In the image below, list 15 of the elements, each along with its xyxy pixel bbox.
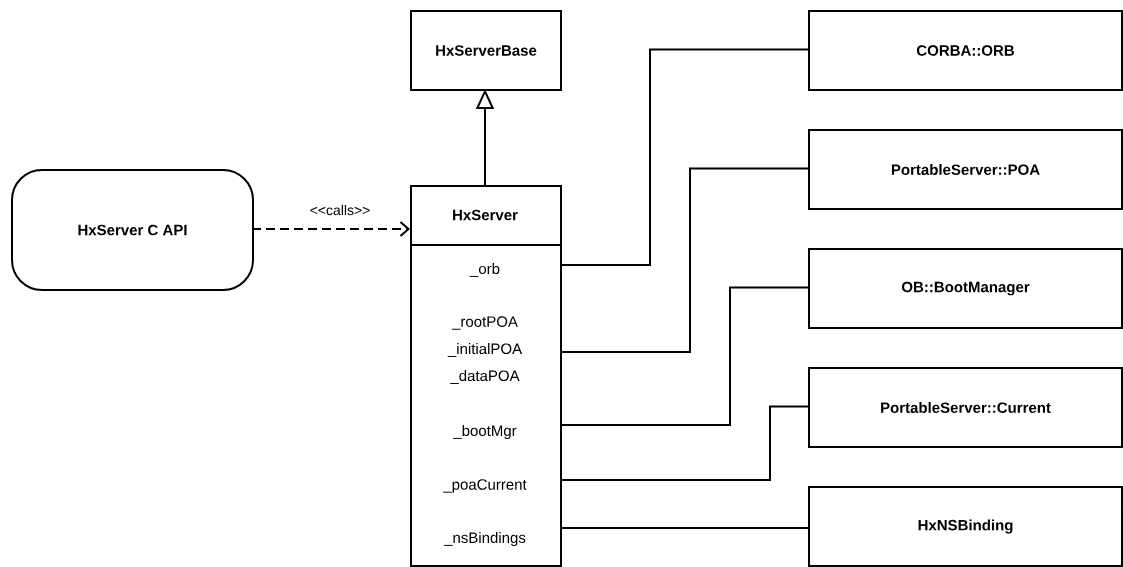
class-box: PortableServer::Current [808, 367, 1123, 448]
class-box: PortableServer::POA [808, 129, 1123, 210]
edge-label: <<calls>> [308, 203, 372, 217]
class-box: CORBA::ORB [808, 10, 1123, 91]
class-box: OB::BootManager [808, 248, 1123, 329]
component-box: HxServer C API [11, 169, 254, 291]
class-box: HxNSBinding [808, 486, 1123, 567]
connector [251, 221, 410, 237]
class-box: HxServer _orb _rootPOA _initialPOA _dataPOA _bootMgr _poaCurrent _nsBindings [409, 185, 562, 567]
connector [559, 286, 809, 426]
connector [559, 48, 809, 266]
class-box: HxServerBase [410, 10, 562, 91]
connector [559, 405, 809, 481]
connector [559, 167, 809, 353]
connector [559, 527, 809, 529]
